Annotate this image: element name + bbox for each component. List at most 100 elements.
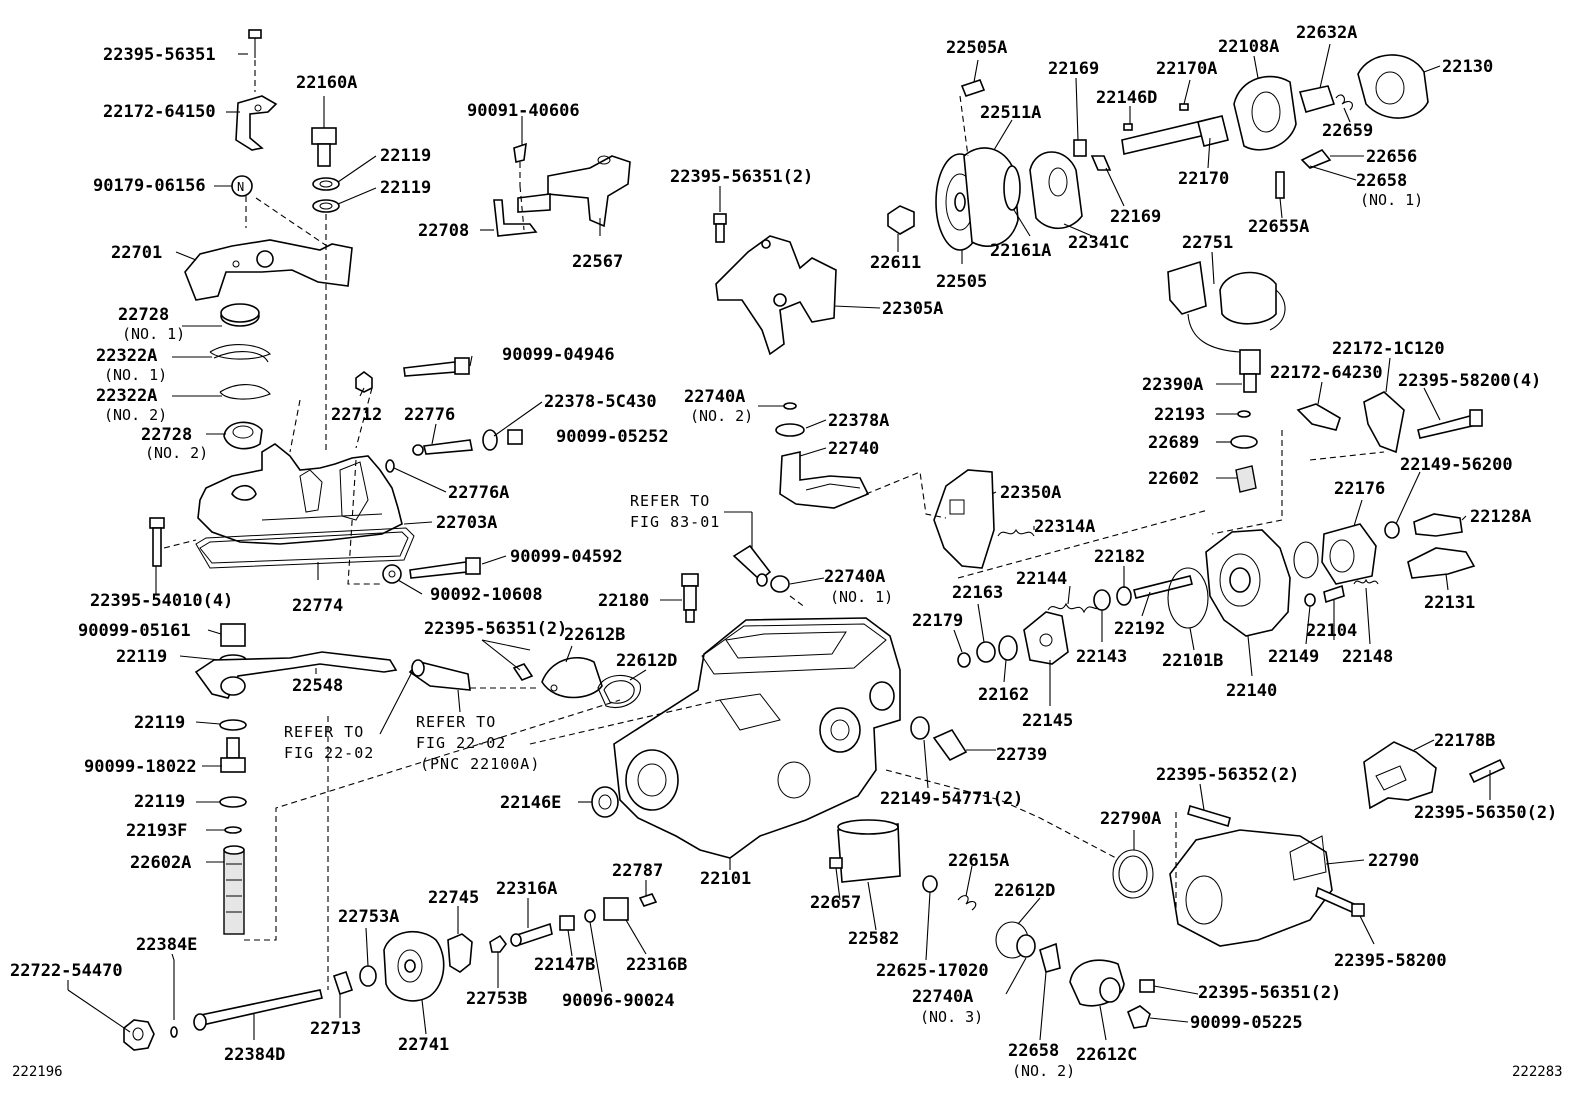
label-22740A-no3-sub: (NO. 3) (920, 1008, 983, 1026)
label-90099-05161: 90099-05161 (78, 621, 191, 641)
label-22548: 22548 (292, 676, 343, 696)
label-22739: 22739 (996, 745, 1047, 765)
part-gasket-22119-d (219, 719, 247, 731)
part-spring-22322A-no2 (219, 384, 271, 400)
label-90099-04592: 90099-04592 (510, 547, 623, 567)
label-22567: 22567 (572, 252, 623, 272)
label-22147B: 22147B (534, 955, 595, 975)
label-22659: 22659 (1322, 121, 1373, 141)
part-washer-90096-90024 (584, 909, 596, 923)
part-gasket-22119-a (312, 177, 340, 191)
refer-note-fig-83-01-line1: REFER TO (630, 492, 710, 510)
part-lever-22305A (715, 235, 837, 356)
part-valve-22740 (779, 451, 870, 509)
label-22145: 22145 (1022, 711, 1073, 731)
part-pin-22632A (1298, 85, 1336, 113)
label-22658-no2-sub: (NO. 2) (1012, 1062, 1075, 1080)
part-bracket-22178B (1363, 741, 1437, 810)
part-screw-22104 (1323, 584, 1345, 604)
part-washer-22149-56200 (1384, 521, 1400, 539)
part-plug-refer-83-01 (732, 544, 772, 587)
label-22505: 22505 (936, 272, 987, 292)
label-22728-no2: 22728 (141, 425, 192, 445)
part-bolt-22128A (1413, 513, 1463, 537)
label-22511A: 22511A (980, 103, 1041, 123)
part-gasket-22774 (195, 527, 415, 569)
part-spring-22322A-no1 (209, 344, 271, 363)
label-90099-04946: 90099-04946 (502, 345, 615, 365)
label-22395-56351-top: 22395-56351 (103, 45, 216, 65)
label-22728-no2-sub: (NO. 2) (145, 444, 208, 462)
label-22101B: 22101B (1162, 651, 1223, 671)
label-22172-64150: 22172-64150 (103, 102, 216, 122)
part-plate-22145 (1023, 611, 1069, 665)
label-22119-d: 22119 (134, 713, 185, 733)
part-pipe-22548 (194, 651, 398, 699)
label-90096-90024: 90096-90024 (562, 991, 675, 1011)
part-washer-22143 (1093, 589, 1111, 611)
part-ring-22625-17020 (922, 875, 938, 893)
part-spring-22148 (1353, 578, 1379, 585)
refer-note-fig-22-02-b-line2: FIG 22-02 (416, 734, 506, 752)
label-90099-18022: 90099-18022 (84, 757, 197, 777)
part-oring-22740A-no1 (770, 575, 790, 593)
part-key-22169-a (1073, 139, 1087, 157)
label-22378A: 22378A (828, 411, 889, 431)
label-22612D-b: 22612D (994, 881, 1055, 901)
label-22656: 22656 (1366, 147, 1417, 167)
figure-number-right: 222283 (1512, 1064, 1563, 1080)
part-bracket-22172-64150 (235, 95, 278, 151)
part-spring-22659 (1335, 94, 1353, 111)
part-screw-22656 (1300, 148, 1332, 169)
part-key-22169-b (1090, 155, 1112, 171)
part-pin-22384E (170, 960, 178, 1038)
label-22341C: 22341C (1068, 233, 1129, 253)
label-22119-e: 22119 (134, 792, 185, 812)
part-spring-22615A (957, 895, 977, 911)
label-22316A: 22316A (496, 879, 557, 899)
label-22602A: 22602A (130, 853, 191, 873)
part-filter-22602A (223, 845, 245, 935)
label-22146D: 22146D (1096, 88, 1157, 108)
label-22143: 22143 (1076, 647, 1127, 667)
part-rod-22192 (1133, 575, 1193, 599)
label-22689: 22689 (1148, 433, 1199, 453)
part-oring-22790A (1112, 849, 1154, 899)
part-oring-22193 (1237, 410, 1251, 418)
part-head-22140 (1205, 529, 1291, 637)
part-hose-fitting-left (408, 659, 471, 691)
svg-text:N: N (237, 180, 244, 194)
label-22305A: 22305A (882, 299, 943, 319)
part-cylinder-22582 (837, 819, 901, 883)
refer-note-fig-83-01-line2: FIG 83-01 (630, 513, 720, 531)
part-screw-22395-56351-top (248, 29, 262, 58)
label-22658-no1-sub: (NO. 1) (1360, 191, 1423, 209)
part-oring-22193F (224, 826, 242, 834)
part-spring-22314A (997, 528, 1035, 537)
part-oring-22776A (385, 459, 395, 473)
label-22713: 22713 (310, 1019, 361, 1039)
label-22149: 22149 (1268, 647, 1319, 667)
part-washer-22179 (957, 652, 971, 668)
part-labels: 22395-56351 22172-64150 90179-06156 2270… (10, 23, 1557, 1080)
label-22101: 22101 (700, 869, 751, 889)
part-gasket-22119-b (312, 199, 340, 213)
part-shaft-22170 (1121, 115, 1229, 155)
part-solenoid-22390A (1239, 349, 1261, 393)
label-90179-06156: 90179-06156 (93, 176, 206, 196)
label-22193: 22193 (1154, 405, 1205, 425)
part-bolt-22395-56351-low (1139, 979, 1155, 993)
label-22163: 22163 (952, 583, 1003, 603)
label-22774: 22774 (292, 596, 343, 616)
label-22612D-a: 22612D (616, 651, 677, 671)
label-22148: 22148 (1342, 647, 1393, 667)
part-bolt-22395-56350 (1468, 758, 1506, 784)
label-22602: 22602 (1148, 469, 1199, 489)
label-22182: 22182 (1094, 547, 1145, 567)
part-fitting-22131 (1407, 547, 1476, 579)
part-ring-22161A (1003, 165, 1021, 211)
label-22144: 22144 (1016, 569, 1067, 589)
label-22740A-no1-sub: (NO. 1) (830, 588, 893, 606)
part-plate-22108A (1233, 75, 1297, 151)
